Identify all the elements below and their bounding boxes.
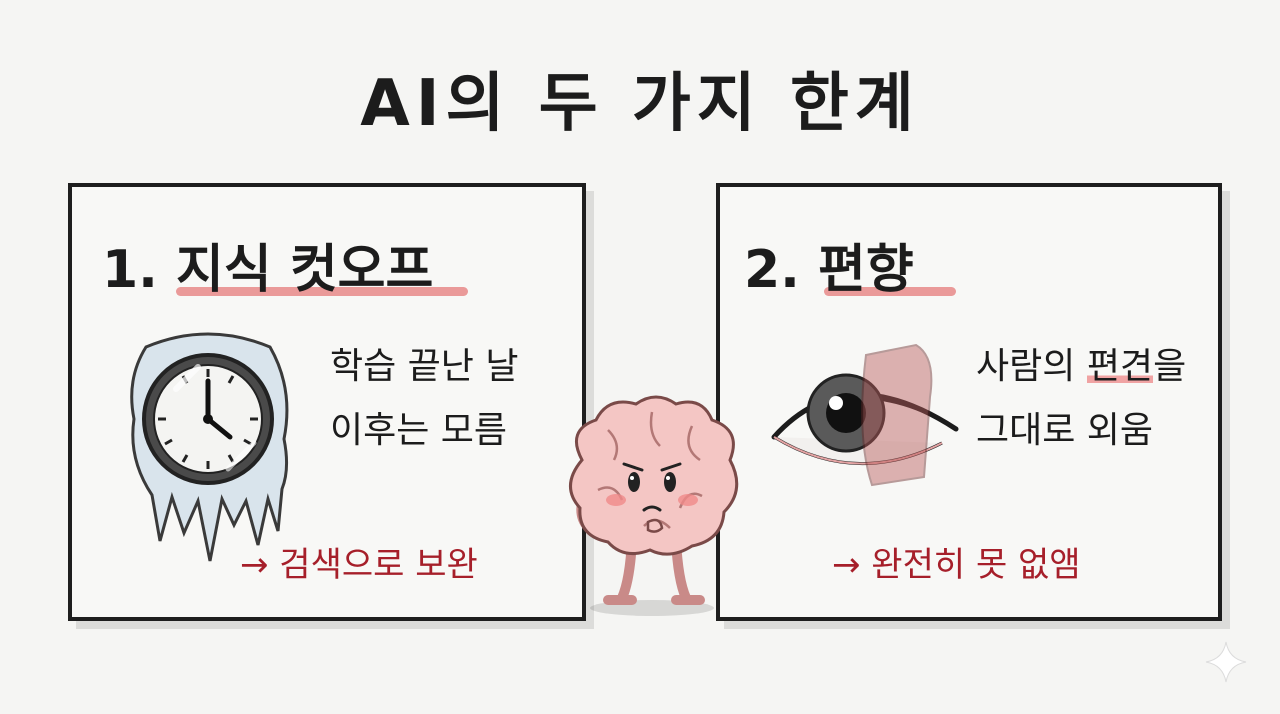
text-fragment: 사람의 [976, 346, 1087, 387]
description-line: 그대로 외움 [976, 410, 1154, 451]
knowledge-cutoff-card: 1. 지식 컷오프 학습 끝난 날 이후는 모름 → 검색으로 보완 [68, 183, 586, 621]
description-line: 학습 끝난 날 [330, 346, 519, 387]
description-line: 사람의 편견을 [976, 335, 1186, 399]
heading-underline [824, 287, 956, 296]
description-line: 이후는 모름 [330, 410, 508, 451]
tinted-eye-icon [771, 343, 959, 487]
heading-underline [176, 287, 468, 296]
knowledge-cutoff-heading: 1. 지식 컷오프 [102, 240, 434, 300]
page-title: AI의 두 가지 한계 [360, 67, 920, 141]
worried-brain-icon [569, 395, 739, 616]
frozen-clock-icon [130, 332, 289, 562]
highlighted-word: 편견 [1086, 346, 1154, 387]
bias-description: 사람의 편견을 그대로 외움 [976, 335, 1186, 463]
knowledge-cutoff-description: 학습 끝난 날 이후는 모름 [330, 335, 519, 463]
sparkle-icon [1205, 641, 1247, 683]
bias-card: 2. 편향 사람의 편견을 그대로 외움 → 완전히 못 없앰 [716, 183, 1222, 621]
knowledge-cutoff-remedy: → 검색으로 보완 [240, 545, 478, 585]
text-fragment: 을 [1153, 346, 1187, 387]
bias-heading: 2. 편향 [744, 240, 914, 300]
bias-remedy: → 완전히 못 없앰 [832, 545, 1081, 585]
